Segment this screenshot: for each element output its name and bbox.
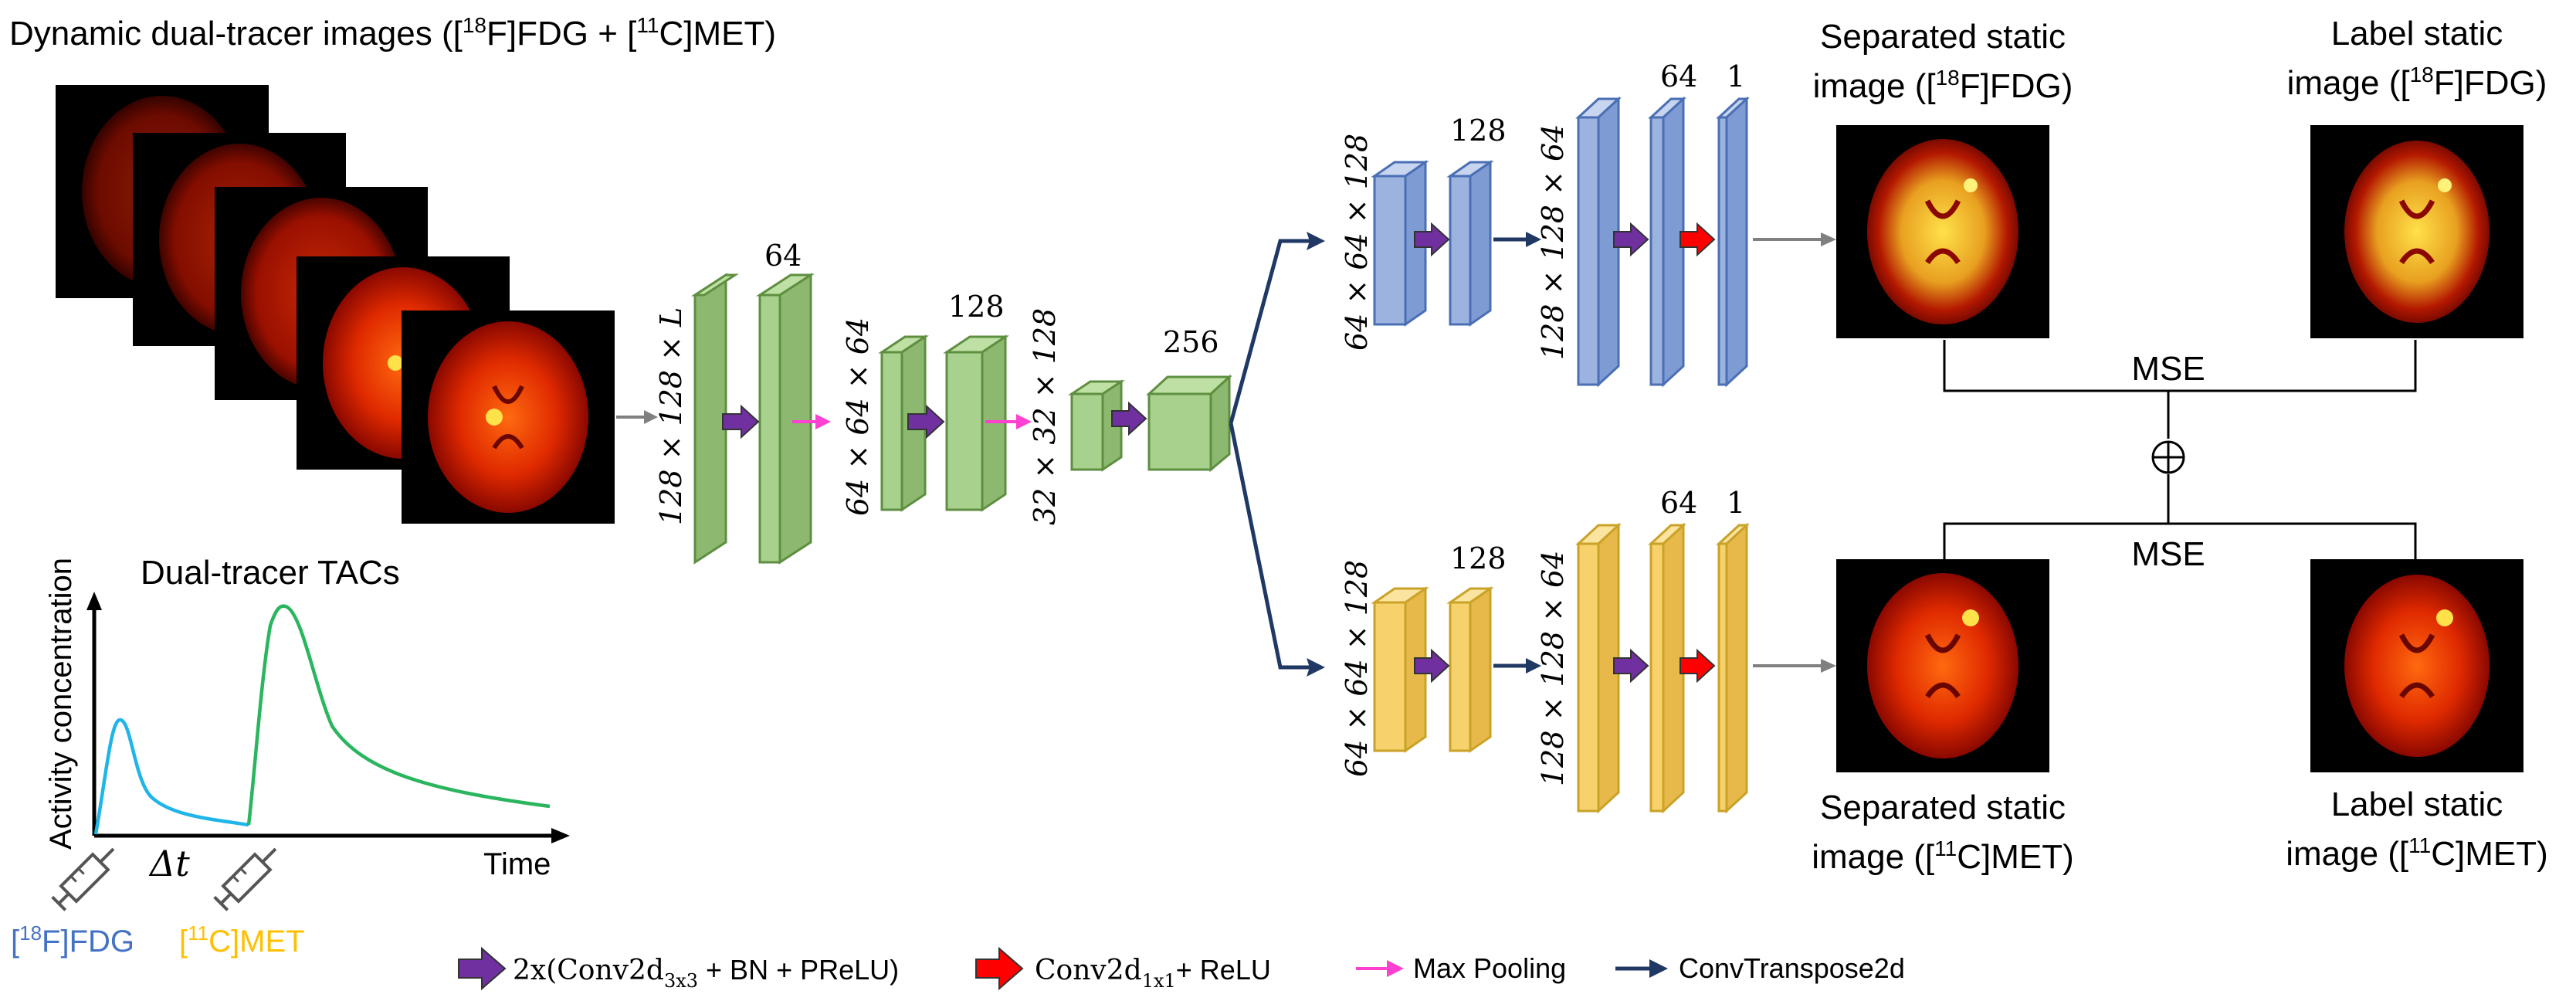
tac-xlabel: Time [483,847,551,881]
dim-label: 32 × 32 × 128 [1028,308,1062,525]
legend-maxpool-label: Max Pooling [1413,952,1566,984]
svg-text:image ([18F]FDG): image ([18F]FDG) [1813,66,2073,105]
conv-arrow [1613,222,1649,257]
transpose-arrow [1493,232,1541,247]
channel-label: 1 [1727,59,1745,93]
maxpool-arrow [985,414,1032,429]
transpose-arrow [1493,658,1541,674]
legend-maxpool-arrow [1356,960,1404,977]
channel-label: 128 [948,290,1005,324]
legend-transpose-arrow [1615,959,1668,978]
met-curve [246,604,551,826]
channel-label: 128 [1450,541,1507,575]
svg-text:Label static: Label static [2331,786,2503,823]
legend: 2x(Conv2d3x3 + BN + PReLU) Conv2d1x1+ Re… [458,946,1905,992]
legend-conv1x1-arrow [975,946,1024,991]
tac-ylabel: Activity concentration [44,558,78,850]
conv-arrow [907,404,945,439]
channel-label: 256 [1163,325,1219,359]
mse-label-top: MSE [2131,350,2205,388]
decoder-met: 64 × 64 × 128 128 128 × 128 × 64 64 [1340,486,1836,814]
svg-text:image ([18F]FDG): image ([18F]FDG) [2287,63,2547,102]
frame-image [402,310,615,524]
legend-conv-label: 2x(Conv2d3x3 + BN + PReLU) [513,954,899,992]
feature-map-block [1446,586,1494,753]
feature-map-block [1716,96,1750,388]
separated-fdg-label: Separated static image ([18F]FDG) [1813,18,2073,105]
svg-text:Separated static: Separated static [1820,18,2066,56]
separated-met-image [1836,559,2049,772]
fdg-curve [93,718,249,835]
syringe-icon [213,847,277,911]
dim-label: 64 × 64 × 64 [841,317,875,516]
svg-text:image ([11C]MET): image ([11C]MET) [1812,836,2074,876]
label-met-image [2310,559,2523,772]
channel-label: 64 [1660,486,1697,520]
tac-title: Dual-tracer TACs [141,554,400,592]
label-fdg-image [2310,125,2523,338]
output-arrow [1753,659,1836,673]
conv-arrow [1111,401,1147,436]
syringe-icon [51,847,115,911]
conv-arrow [722,404,760,439]
combine-icon [2151,440,2185,474]
met-tracer-label: [11C]MET [179,921,305,959]
feature-map-block [1575,96,1622,388]
transpose-arrow [1229,232,1325,424]
feature-map-block [1146,374,1232,473]
loss-connector-bottom: MSE [1943,474,2417,573]
channel-label: 64 [764,239,802,273]
feature-map-block [1648,522,1686,814]
feature-map-block [1446,160,1494,327]
transpose-arrow [1229,422,1325,677]
label-fdg-label: Label static image ([18F]FDG) [2287,15,2547,102]
legend-conv1x1-label: Conv2d1x1+ ReLU [1035,954,1271,992]
svg-text:Label static: Label static [2331,15,2503,53]
feature-map-block [1575,522,1622,814]
maxpool-arrow [792,414,831,429]
legend-conv-arrow [458,946,507,991]
channel-label: 64 [1660,59,1697,93]
svg-text:Separated static: Separated static [1820,789,2066,826]
dim-label: 128 × 128 × 64 [1536,124,1570,360]
dynamic-image-stack [56,85,615,524]
conv1x1-arrow [1679,222,1716,257]
conv1x1-arrow [1679,648,1716,684]
conv-arrow [1414,648,1450,684]
feature-map-block [1648,96,1686,388]
output-arrow [1753,232,1836,246]
svg-text:image ([11C]MET): image ([11C]MET) [2286,833,2548,873]
dim-label: 64 × 64 × 128 [1340,134,1374,351]
dim-label: 128 × 128 × 64 [1536,551,1570,786]
feature-map-block [755,273,815,565]
encoder: 128 × 128 × L 64 64 × 64 × 64 128 32 × 3… [654,239,1232,565]
feature-map-block [1716,522,1750,814]
channel-label: 1 [1727,486,1745,520]
conv-arrow [1414,222,1450,257]
dim-label: 64 × 64 × 128 [1340,560,1374,777]
legend-transpose-label: ConvTranspose2d [1679,952,1905,984]
mse-label-bottom: MSE [2131,535,2205,573]
dim-label: 128 × 128 × L [654,307,688,525]
separated-fdg-image [1836,125,2049,338]
decoder-fdg: 64 × 64 × 128 128 128 × 128 × 64 64 [1340,59,1836,388]
input-arrow [616,410,658,424]
feature-map-block [690,273,740,565]
tac-plot: Dual-tracer TACs Activity concentration … [11,554,570,959]
fdg-tracer-label: [18F]FDG [11,921,134,959]
delta-t-label: Δt [148,843,190,884]
page-title: Dynamic dual-tracer images ([18F]FDG + [… [9,13,776,53]
separated-met-label: Separated static image ([11C]MET) [1812,789,2074,876]
label-met-label: Label static image ([11C]MET) [2286,786,2548,873]
channel-label: 128 [1450,114,1507,148]
loss-connector-top: MSE [1943,340,2417,439]
conv-arrow [1613,648,1649,684]
